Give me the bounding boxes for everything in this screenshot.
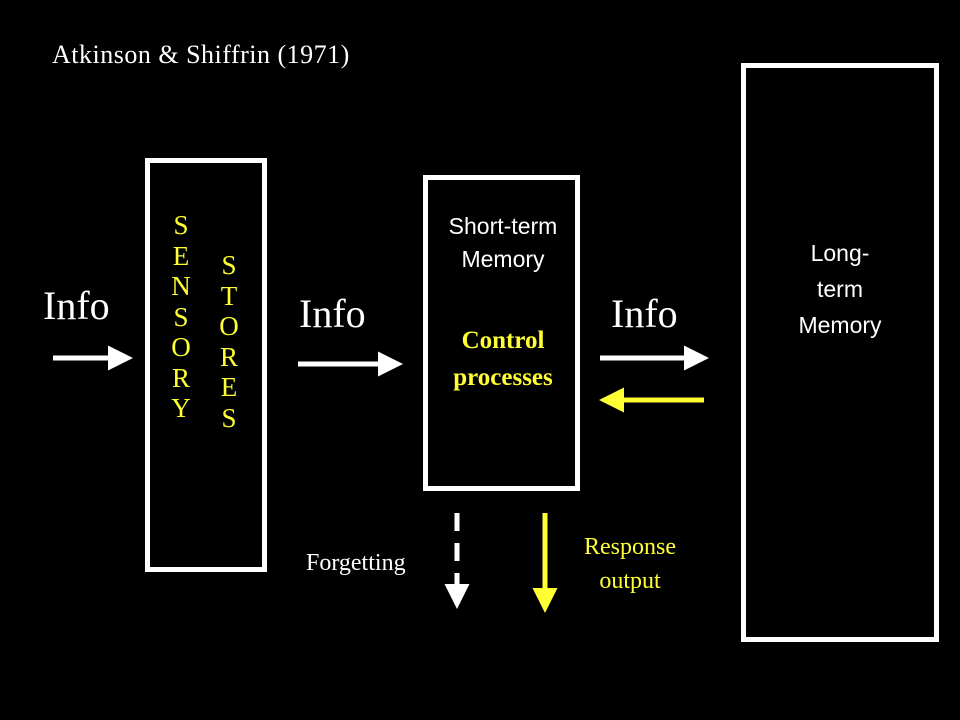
info-label-3: Info [611, 291, 678, 336]
stores-letter: E [220, 372, 238, 402]
sensory-letter: N [171, 271, 191, 301]
control-line2: processes [453, 364, 553, 391]
info-label-1: Info [43, 283, 110, 328]
sensory-letter: E [172, 240, 190, 271]
long-term-memory-box [741, 63, 939, 642]
control-line1: Control [461, 327, 545, 354]
sensory-letter: S [173, 210, 189, 240]
sensory-stores-box [145, 158, 267, 572]
stores-letter: S [221, 250, 237, 280]
sensory-letter: Y [171, 393, 191, 423]
long-term-line3: Memory [798, 312, 882, 338]
long-term-line1: Long- [810, 240, 870, 266]
response-output-label: Response output [560, 530, 700, 598]
forgetting-label: Forgetting [306, 550, 406, 576]
sensory-letter: R [171, 362, 190, 393]
sensory-letter: O [171, 332, 191, 362]
stores-letter: S [221, 402, 237, 433]
short-term-label: Short-term Memory [423, 210, 583, 276]
stores-letter: R [219, 341, 238, 372]
diagram-title: Atkinson & Shiffrin (1971) [52, 40, 350, 69]
response-line2: output [599, 568, 661, 594]
long-term-label: Long- term Memory [741, 235, 939, 343]
info-label-2: Info [299, 291, 366, 336]
short-term-line2: Memory [461, 246, 545, 272]
short-term-memory-box [423, 175, 580, 491]
long-term-line2: term [817, 276, 863, 302]
control-processes-label: Control processes [423, 322, 583, 396]
short-term-line1: Short-term [448, 213, 558, 239]
stores-letter: T [220, 280, 238, 311]
sensory-letter: S [173, 301, 189, 332]
stores-letter: O [219, 311, 239, 341]
response-line1: Response [584, 534, 676, 560]
